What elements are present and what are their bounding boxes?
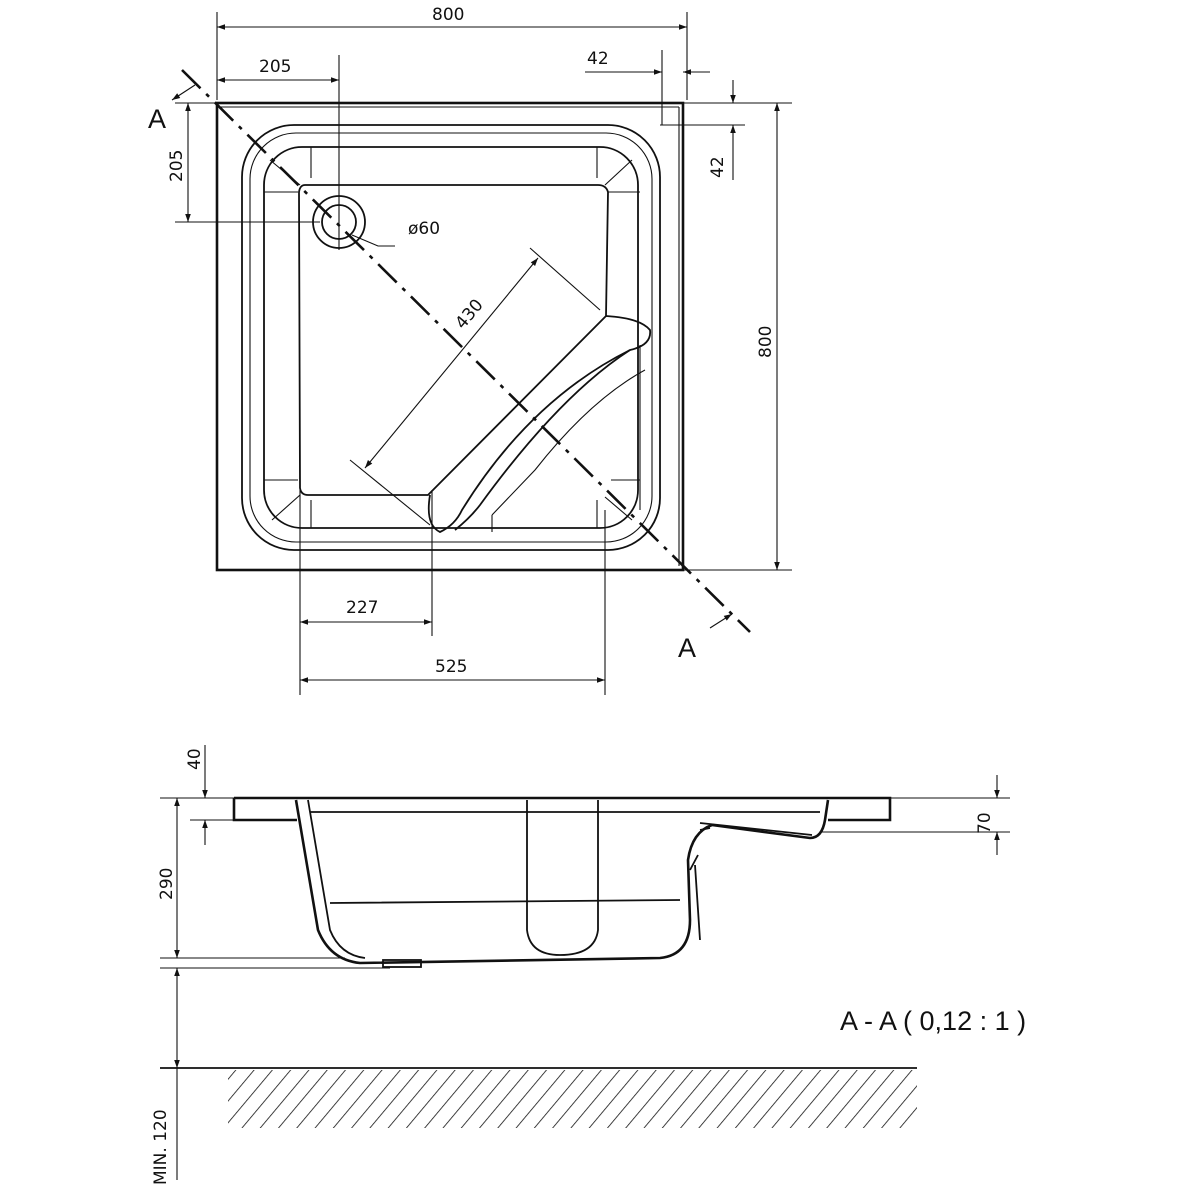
drain-outlet	[382, 959, 422, 968]
section-view: 40 290 70 MIN. 120 A - A ( 0,12 : 1 )	[151, 745, 1026, 1185]
basin-inner-lines	[307, 799, 820, 959]
dim-depth: 290	[157, 868, 177, 900]
section-arrow-bottom	[709, 613, 733, 629]
dim-rim-top: 42	[708, 156, 728, 178]
rim-inner-edge	[249, 132, 653, 543]
dim-seat-depth: 70	[975, 812, 995, 834]
section-marker-bottom: A	[678, 633, 696, 663]
seat-edge	[454, 349, 631, 531]
dim-seat-start: 227	[346, 598, 378, 618]
section-marker-top: A	[148, 104, 166, 134]
floor-hatch	[228, 1070, 917, 1128]
seat-edge	[491, 369, 646, 516]
rim-edge	[241, 124, 661, 551]
section-title: A - A ( 0,12 : 1 )	[840, 1006, 1026, 1036]
dimension-lines	[175, 12, 792, 695]
dim-drain-x: 205	[259, 57, 291, 77]
tray-outline	[215, 101, 685, 572]
corner-seat	[427, 315, 652, 533]
dim-rim-thickness: 40	[185, 748, 205, 770]
rim-flange	[232, 796, 892, 822]
section-line	[181, 69, 751, 633]
seat-recess	[526, 800, 599, 956]
dim-height-total: 800	[756, 326, 776, 358]
basin-wall	[263, 146, 639, 529]
section-dimension-lines	[160, 745, 1010, 1180]
dim-seat-end: 525	[435, 657, 467, 677]
basin-profile	[294, 799, 830, 965]
dim-drain-y: 205	[167, 150, 187, 182]
dim-seat-diagonal: 430	[452, 295, 488, 333]
dim-width-total: 800	[432, 5, 464, 25]
dim-drain-diameter: ø60	[408, 219, 440, 239]
dim-floor-clearance: MIN. 120	[151, 1109, 171, 1185]
section-arrow-top	[171, 84, 196, 101]
dim-rim-right: 42	[587, 49, 609, 69]
top-view: A A 800 205 42 42	[148, 5, 792, 695]
basin-floor	[298, 184, 609, 496]
